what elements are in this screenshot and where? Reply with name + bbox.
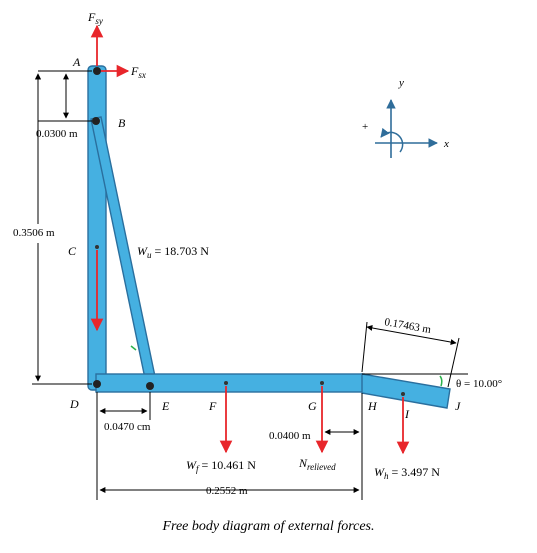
label-j: J	[455, 399, 461, 413]
theta-arc	[439, 375, 443, 387]
label-dim-ad: 0.3506 m	[13, 227, 55, 239]
label-h: H	[367, 399, 378, 413]
vertical-member	[87, 65, 107, 391]
label-c: C	[68, 244, 77, 258]
joint-a	[93, 67, 101, 75]
joint-c	[95, 245, 99, 249]
label-dim-ab: 0.0300 m	[36, 128, 78, 140]
label-dim-hj: 0.17463 m	[383, 316, 432, 336]
label-dim-de: 0.0470 cm	[104, 421, 151, 433]
label-fsx: Fsx	[130, 64, 146, 80]
dim-hj-line	[366, 325, 457, 345]
dim-hj-ext-j	[447, 337, 460, 388]
label-x-axis: x	[443, 138, 449, 150]
label-nrelieved: Nrelieved	[298, 456, 336, 472]
label-wf: Wf = 10.461 N	[186, 458, 256, 474]
joint-e	[146, 382, 154, 390]
free-body-diagram: A B C D E F G H I J Fsy Fsx Wu = 18.703 …	[13, 10, 502, 500]
figure-caption: Free body diagram of external forces.	[162, 519, 375, 534]
joint-d	[93, 380, 101, 388]
label-fsy: Fsy	[87, 10, 103, 26]
coordinate-axes	[375, 99, 438, 158]
label-y-axis: y	[398, 77, 404, 89]
label-wu: Wu = 18.703 N	[137, 244, 209, 260]
label-dim-dh: 0.2552 m	[206, 485, 248, 497]
label-f: F	[208, 399, 217, 413]
joint-b	[92, 117, 100, 125]
label-e: E	[161, 399, 170, 413]
ccw-rotation-icon	[380, 127, 404, 153]
label-i: I	[404, 407, 410, 421]
label-wh: Wh = 3.497 N	[374, 465, 440, 481]
tilted-end-member	[361, 373, 451, 409]
point-f	[224, 381, 228, 385]
angle-mark	[130, 345, 137, 351]
label-b: B	[118, 116, 126, 130]
label-theta: θ = 10.00°	[456, 378, 502, 390]
point-i	[401, 392, 405, 396]
label-dim-gh: 0.0400 m	[269, 430, 311, 442]
label-plus: +	[362, 121, 368, 133]
label-d: D	[69, 397, 79, 411]
label-a: A	[72, 55, 81, 69]
dim-hj-ext-h	[361, 321, 368, 373]
label-g: G	[308, 399, 317, 413]
point-g	[320, 381, 324, 385]
